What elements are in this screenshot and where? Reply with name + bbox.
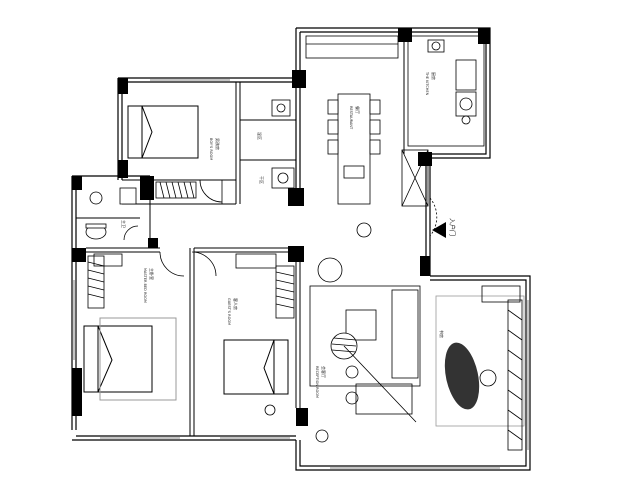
label-guest-room-cn: 客人房 xyxy=(233,298,239,310)
label-kitchen-cn: 厨房 xyxy=(431,72,437,80)
label-bath-dry: 干区 xyxy=(259,176,264,184)
label-master-wc: 主卫 xyxy=(121,220,127,228)
kitchen-fixtures xyxy=(305,35,485,207)
label-restaurant-en: RESTAURANT xyxy=(349,106,353,130)
label-bath-wet: 湿区 xyxy=(257,132,263,140)
label-balcony: 书房 xyxy=(439,330,445,338)
label-kitchen-en: THE KITCHEN xyxy=(425,71,429,96)
structural-columns xyxy=(72,28,490,426)
windows xyxy=(73,79,529,469)
dining-set xyxy=(327,93,381,205)
interior-walls xyxy=(76,42,405,436)
label-master-bed-en: MASTER BED ROOM xyxy=(143,268,147,303)
wardrobes xyxy=(87,181,295,319)
label-master-bed-cn: 主卧室 xyxy=(149,268,155,280)
bath-fixtures xyxy=(85,99,295,240)
plant-decor xyxy=(264,222,372,443)
label-entrance: 入户门 xyxy=(448,218,456,236)
exterior-walls xyxy=(71,27,531,471)
door-swings xyxy=(123,179,438,277)
study-desk xyxy=(444,342,497,410)
entrance-arrow-icon xyxy=(432,222,446,238)
living-furniture xyxy=(309,257,525,451)
beds xyxy=(83,105,289,401)
label-boys-room-en: BOY'S ROOM xyxy=(209,138,213,160)
label-guest-room-en: GUEST'S ROOM xyxy=(227,298,231,325)
label-restaurant-cn: 餐厅 xyxy=(355,106,361,114)
label-reception-cn: 会客厅 xyxy=(321,366,327,378)
label-reception-en: RECEPTION ROOM xyxy=(315,366,319,398)
label-boys-room-cn: 男孩房 xyxy=(215,138,221,150)
room-labels: 餐厅 RESTAURANT 厨房 THE KITCHEN 男孩房 BOY'S R… xyxy=(121,71,456,398)
